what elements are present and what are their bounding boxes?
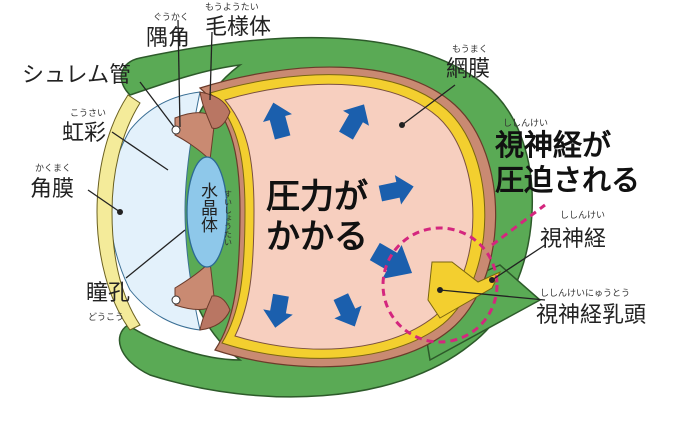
sumikaku-ruby: ぐうかく — [153, 12, 189, 23]
arrow-icon — [262, 102, 292, 140]
ciliary-body-lower — [199, 295, 231, 331]
compressed-line2: 圧迫される — [495, 163, 640, 197]
arrow-icon — [333, 293, 362, 327]
leader-lines — [87, 19, 546, 301]
pressure-arrows — [262, 102, 414, 328]
moumaku-label: 網膜 — [446, 57, 490, 82]
arrow-icon — [369, 242, 413, 279]
kousai-ruby: こうさい — [70, 108, 106, 119]
cornea — [96, 94, 141, 331]
doukou-label: 瞳孔 — [86, 281, 130, 306]
lens — [186, 156, 228, 268]
shishinkei-ruby: ししんけい — [560, 210, 605, 221]
retina-marker — [399, 122, 405, 128]
schlemm-label: シュレム管 — [22, 63, 131, 88]
kakumaku-label: 角膜 — [30, 177, 74, 202]
moumaku-ruby: もうまく — [452, 44, 488, 55]
arrow-icon — [263, 293, 293, 328]
compressed-ruby: ししんけい — [503, 118, 548, 129]
moyoutai-ruby: もうようたい — [205, 2, 259, 13]
arrow-icon — [339, 104, 369, 140]
optic-nerve-marker — [489, 277, 495, 283]
doukou-ruby: どうこう — [88, 312, 124, 323]
shishinkei-label: 視神経 — [540, 227, 606, 252]
sumikaku-label: 隅角 — [146, 26, 190, 51]
kakumaku-ruby: かくまく — [35, 163, 71, 174]
vitreous-body — [224, 83, 474, 350]
pressure-line1: 圧力が — [266, 177, 368, 217]
kousai-label: 虹彩 — [62, 121, 106, 146]
optic-disc-marker — [437, 287, 443, 293]
moyoutai-label: 毛様体 — [205, 15, 271, 40]
suishoutai-label: 水晶体 — [197, 182, 218, 233]
arrow-icon — [378, 175, 414, 205]
optic-disc-highlight — [381, 226, 499, 344]
pressure-line2: かかる — [266, 217, 368, 257]
suishoutai-ruby: すいしょうたい — [224, 190, 233, 246]
cornea-marker — [117, 209, 123, 215]
schlemm-canal-lower — [171, 295, 181, 305]
nyuutou-label: 視神経乳頭 — [536, 303, 646, 328]
schlemm-canal-upper — [171, 125, 181, 135]
nyuutou-ruby: ししんけいにゅうとう — [540, 288, 630, 299]
ciliary-body-upper — [199, 91, 231, 129]
compressed-line1: 視神経が — [495, 128, 611, 162]
